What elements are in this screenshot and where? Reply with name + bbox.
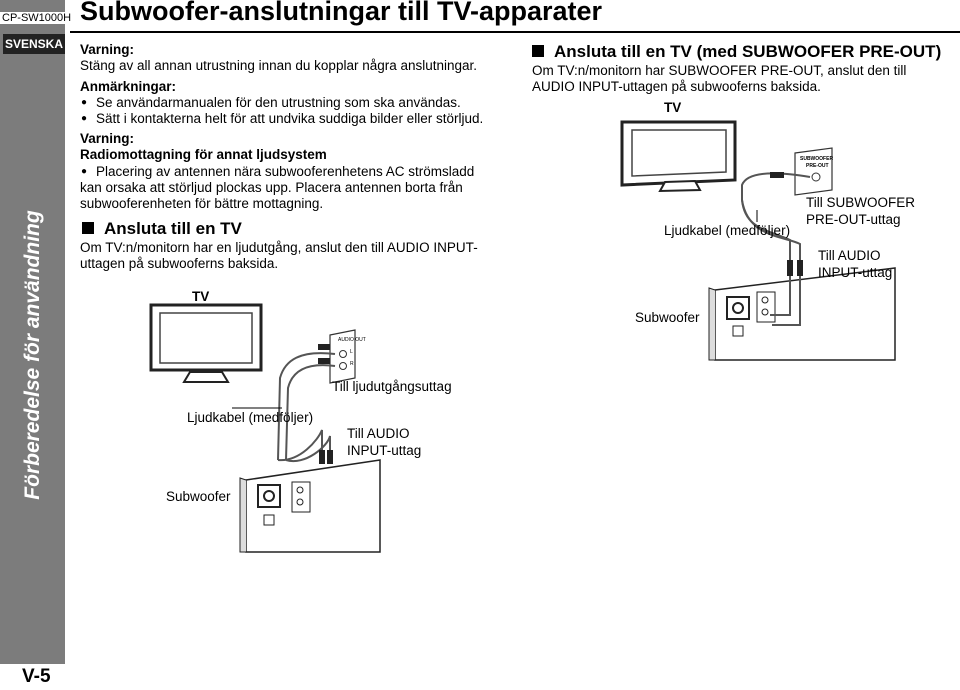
section-line: Om TV:n/monitorn har SUBWOOFER PRE-OUT, … — [532, 63, 907, 78]
audio-cable — [741, 172, 811, 265]
plugs — [318, 344, 333, 464]
language-tab: SVENSKA — [3, 34, 65, 54]
audio-out-label: AUDIO OUT — [338, 337, 366, 343]
square-bullet-icon — [532, 45, 544, 57]
warning-heading: Varning: — [80, 131, 135, 146]
tv-label: TV — [664, 100, 682, 115]
warning-line: subwooferenheten för bättre mottagning. — [80, 196, 324, 211]
tv-icon — [620, 120, 737, 193]
section-heading: Ansluta till en TV — [82, 219, 242, 239]
title-rule — [70, 31, 960, 33]
page-number: V-5 — [0, 664, 65, 690]
section-heading: Ansluta till en TV (med SUBWOOFER PRE-OU… — [532, 42, 941, 62]
page-title: Subwoofer-anslutningar till TV-apparater — [80, 0, 603, 26]
warning-subheading: Radiomottagning för annat ljudsystem — [80, 147, 327, 162]
note-item: Se användarmanualen för den utrustning s… — [81, 95, 461, 111]
cable-label: Ljudkabel (medföljer) — [664, 223, 791, 238]
section-line: uttagen på subwooferns baksida. — [80, 256, 279, 271]
to-preout-label: Till SUBWOOFER — [806, 195, 915, 210]
to-audio-input-label: Till AUDIO — [347, 426, 410, 441]
to-audio-input-label: Till AUDIO — [818, 248, 881, 263]
square-bullet-icon — [82, 222, 94, 234]
audio-cable — [277, 352, 336, 463]
warning-line: Placering av antennen nära subwooferenhe… — [81, 164, 474, 180]
subwoofer-icon — [708, 267, 896, 361]
section-heading-text: Ansluta till en TV (med SUBWOOFER PRE-OU… — [554, 42, 942, 61]
section-label: Förberedelse för användning — [21, 210, 44, 500]
section-heading-text: Ansluta till en TV — [104, 219, 242, 238]
section-line: Om TV:n/monitorn har en ljudutgång, ansl… — [80, 240, 478, 255]
tv-label: TV — [192, 289, 210, 304]
preout-label: SUBWOOFER — [800, 156, 834, 162]
notes-heading: Anmärkningar: — [80, 79, 177, 94]
to-audio-input-label: INPUT-uttag — [818, 265, 893, 280]
note-item: Sätt i kontakterna helt för att undvika … — [81, 111, 483, 127]
sidebar — [0, 0, 65, 690]
to-audio-out-label: Till ljudutgångsuttag — [332, 379, 452, 394]
to-preout-label: PRE-OUT-uttag — [806, 212, 901, 227]
to-audio-input-label: INPUT-uttag — [347, 443, 422, 458]
section-line: AUDIO INPUT-uttagen på subwooferns baksi… — [532, 79, 821, 94]
jack-r-label: R — [350, 361, 354, 367]
subwoofer-label: Subwoofer — [166, 489, 231, 504]
cable-label: Ljudkabel (medföljer) — [187, 410, 314, 425]
subwoofer-label: Subwoofer — [635, 310, 700, 325]
warning-heading: Varning: — [80, 42, 135, 57]
model-number: CP-SW1000H — [0, 12, 77, 24]
tv-icon — [149, 303, 263, 383]
warning-line: kan orsaka att störljud plockas upp. Pla… — [80, 180, 463, 195]
warning-text: Stäng av all annan utrustning innan du k… — [80, 58, 478, 73]
subwoofer-icon — [239, 459, 381, 553]
preout-label: PRE-OUT — [806, 163, 829, 169]
jack-l-label: L — [350, 349, 353, 355]
